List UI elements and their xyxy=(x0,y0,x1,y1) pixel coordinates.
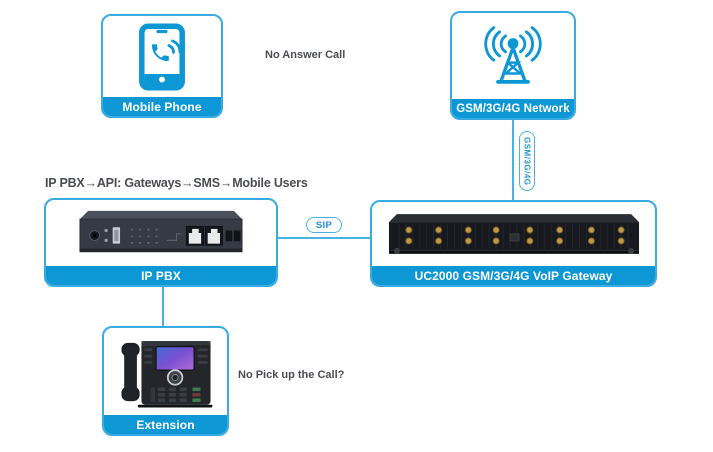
gsm-connector-label: GSM/3G/4G xyxy=(522,136,532,186)
uc2000-device-wrap xyxy=(372,202,655,266)
ip-pbx-device-wrap xyxy=(46,200,276,266)
connector-sip-horizontal xyxy=(278,237,370,239)
node-ip-pbx: IP PBX xyxy=(44,198,278,287)
extension-label: Extension xyxy=(104,415,227,434)
desk-phone-image xyxy=(120,340,212,407)
node-uc2000-gateway: UC2000 GSM/3G/4G VoIP Gateway xyxy=(370,200,657,287)
node-mobile-phone: Mobile Phone xyxy=(101,14,223,118)
ip-pbx-label: IP PBX xyxy=(46,266,276,285)
uc2000-label: UC2000 GSM/3G/4G VoIP Gateway xyxy=(372,266,655,285)
smartphone-call-icon xyxy=(139,22,185,91)
node-gsm-network: GSM/3G/4G Network xyxy=(450,11,576,120)
gsm-network-icon-wrap xyxy=(452,13,574,99)
connector-extension-vertical xyxy=(162,287,164,326)
gsm-network-label: GSM/3G/4G Network xyxy=(452,99,574,118)
no-answer-call-note: No Answer Call xyxy=(265,49,346,61)
ip-pbx-device-image xyxy=(79,210,243,253)
no-pickup-note: No Pick up the Call? xyxy=(238,369,345,381)
mobile-phone-icon-wrap xyxy=(103,16,221,97)
gsm-connector-pill: GSM/3G/4G xyxy=(519,131,535,191)
sip-connector-pill: SIP xyxy=(306,217,342,233)
extension-device-wrap xyxy=(104,328,227,415)
connector-gsm-vertical xyxy=(512,120,514,200)
sip-connector-label: SIP xyxy=(315,219,333,231)
node-extension: Extension xyxy=(102,326,229,436)
flow-note: IP PBX→API: Gateways→SMS→Mobile Users xyxy=(45,176,308,190)
antenna-tower-icon xyxy=(484,26,542,84)
voip-gateway-device-image xyxy=(388,214,639,254)
mobile-phone-label: Mobile Phone xyxy=(103,97,221,116)
